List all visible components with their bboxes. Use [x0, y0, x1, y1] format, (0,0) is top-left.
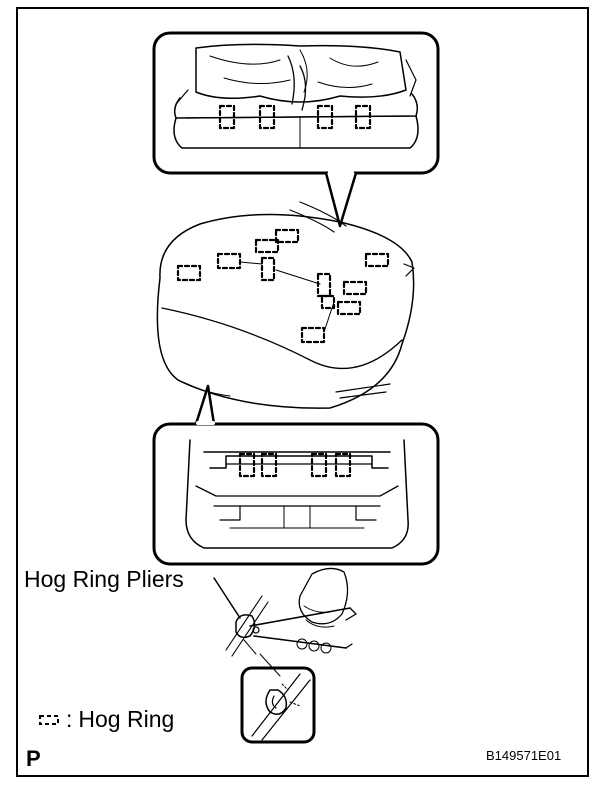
diagram-frame: [16, 7, 589, 777]
top-detail-panel: [152, 31, 440, 228]
seat-cushion-assembly: [156, 201, 415, 409]
legend-separator: :: [66, 706, 73, 732]
legend-hog-ring-label: Hog Ring: [78, 706, 175, 732]
figure-code: B149571E01: [486, 748, 562, 763]
bottom-detail-panel: [152, 384, 440, 566]
legend: : Hog Ring: [38, 706, 174, 733]
hog-ring-closeup-inset: [240, 666, 316, 744]
hog-ring-pliers-illustration: [213, 567, 357, 677]
hog-ring-pliers-label: Hog Ring Pliers: [24, 566, 184, 592]
hog-ring-icon: [39, 714, 59, 725]
corner-mark: P: [26, 746, 41, 771]
